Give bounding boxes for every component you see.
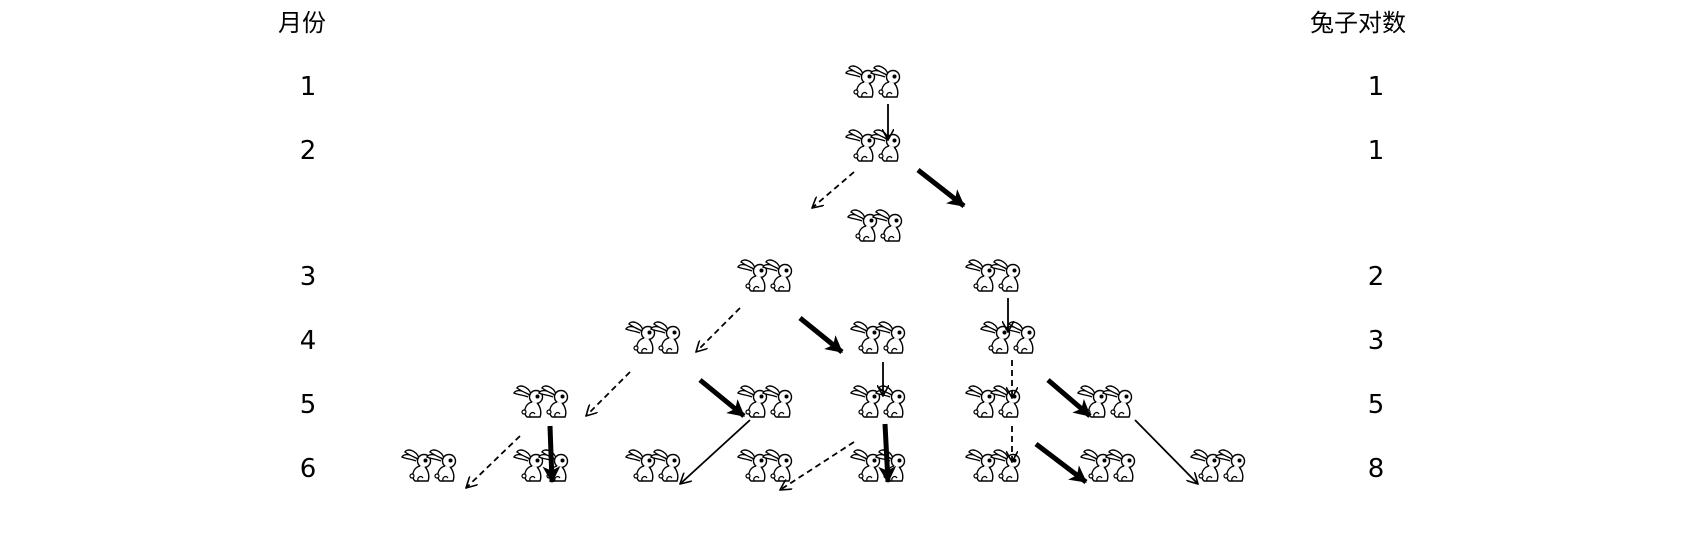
rabbit-pair-icon xyxy=(966,450,1020,481)
rabbit-pair-icon xyxy=(966,260,1020,291)
rabbit-pair-icon xyxy=(851,322,905,353)
rabbit-pair-icon xyxy=(626,322,680,353)
rabbit-pair-icon xyxy=(846,66,900,97)
thin-arrow xyxy=(680,420,750,484)
bold-arrow xyxy=(550,426,552,482)
rabbit-pair-icon xyxy=(851,450,905,481)
rabbit-pair-icon xyxy=(514,386,568,417)
rabbit-pair-icon xyxy=(514,450,568,481)
rabbit-pair-icon xyxy=(1081,450,1135,481)
bold-arrow xyxy=(800,318,842,352)
bold-arrow xyxy=(918,170,964,206)
rabbit-pair-icon xyxy=(626,450,680,481)
dashed-arrow xyxy=(466,436,520,488)
rabbit-pair-icon xyxy=(848,210,902,241)
bold-arrow xyxy=(885,424,888,482)
rabbit-pair-icon xyxy=(738,386,792,417)
rabbit-pair-icon xyxy=(851,386,905,417)
rabbit-pair-icon xyxy=(846,130,900,161)
rabbit-pair-icon xyxy=(738,260,792,291)
dashed-arrow xyxy=(812,172,854,208)
thin-arrow xyxy=(1135,420,1198,484)
rabbit-pair-icon xyxy=(402,450,456,481)
dashed-arrow xyxy=(696,308,740,352)
rabbit-pair-icon xyxy=(1191,450,1245,481)
dashed-arrow xyxy=(586,372,630,416)
rabbit-pair-icon xyxy=(738,450,792,481)
dashed-arrow xyxy=(780,442,854,490)
bold-arrow xyxy=(700,380,744,416)
bold-arrow xyxy=(1036,444,1086,482)
